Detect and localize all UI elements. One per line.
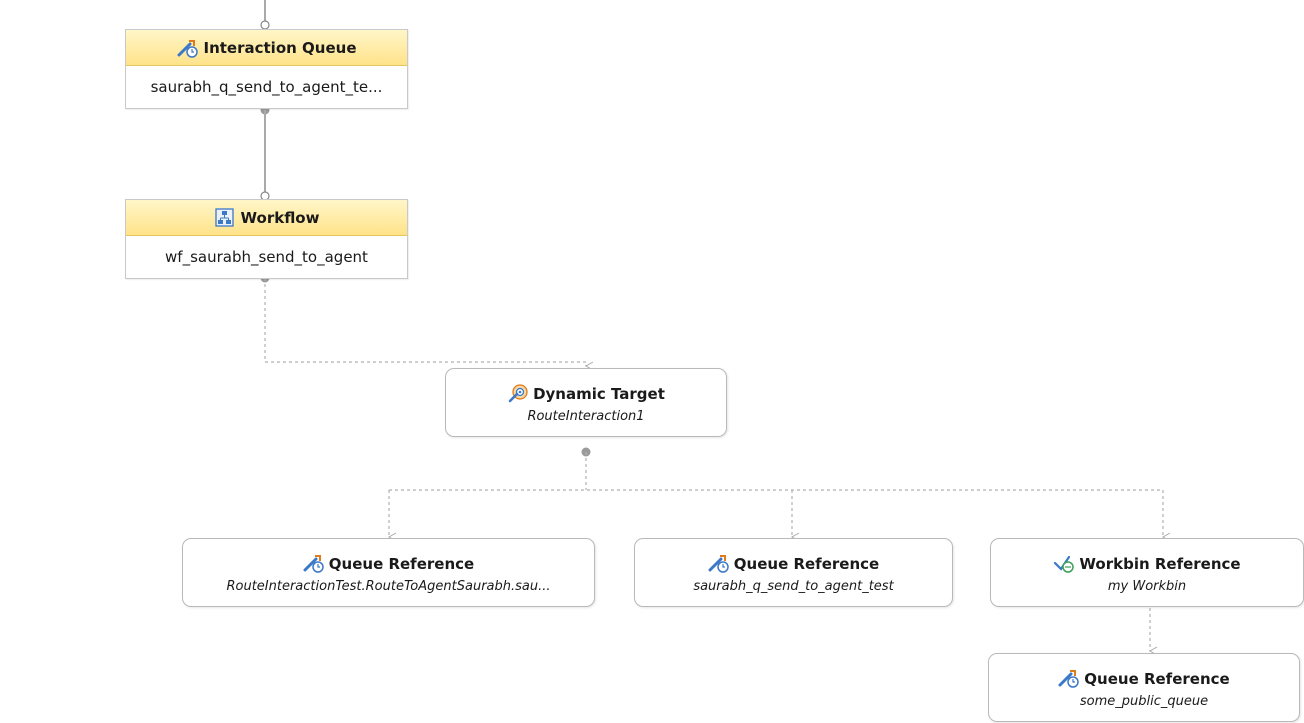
interaction-queue-header: Interaction Queue <box>126 30 407 66</box>
queue-reference-header: Queue Reference <box>635 539 952 575</box>
node-subtitle: some_public_queue <box>1079 694 1209 709</box>
queue-reference-node[interactable]: Queue Reference some_public_queue <box>988 653 1300 722</box>
queue-icon <box>177 38 199 58</box>
workbin-reference-node[interactable]: Workbin Reference my Workbin <box>990 538 1304 607</box>
queue-reference-node[interactable]: Queue Reference saurabh_q_send_to_agent_… <box>634 538 953 607</box>
node-subtitle: my Workbin <box>1107 579 1187 594</box>
workbin-reference-header: Workbin Reference <box>991 539 1303 575</box>
node-title: Dynamic Target <box>533 385 665 403</box>
node-title: Workbin Reference <box>1079 555 1241 573</box>
node-title: Interaction Queue <box>203 38 357 57</box>
workflow-to-dynamic-target-connector[interactable] <box>264 278 594 371</box>
node-subtitle: RouteInteractionTest.RouteToAgentSaurabh… <box>226 579 551 594</box>
node-title: Queue Reference <box>733 555 880 573</box>
workflow-icon <box>214 207 236 228</box>
node-subtitle: saurabh_q_send_to_agent_te... <box>150 78 383 96</box>
node-subtitle: saurabh_q_send_to_agent_test <box>693 579 894 594</box>
interaction-queue-node[interactable]: Interaction Queue saurabh_q_send_to_agen… <box>125 29 408 109</box>
node-title: Queue Reference <box>328 555 475 573</box>
queue-icon <box>303 553 325 573</box>
dynamic-target-node[interactable]: Dynamic Target RouteInteraction1 <box>445 368 727 437</box>
workflow-header: Workflow <box>126 200 407 236</box>
node-title: Queue Reference <box>1084 670 1230 688</box>
queue-icon <box>708 553 730 573</box>
queue-reference-node[interactable]: Queue Reference RouteInteractionTest.Rou… <box>182 538 595 607</box>
node-subtitle: RouteInteraction1 <box>527 409 645 424</box>
dynamic-target-header: Dynamic Target <box>446 369 726 405</box>
queue-icon <box>1058 668 1080 688</box>
workbin-icon <box>1053 553 1075 573</box>
queue-reference-header: Queue Reference <box>183 539 594 575</box>
workflow-node[interactable]: Workflow wf_saurabh_send_to_agent <box>125 199 408 279</box>
node-title: Workflow <box>240 208 320 227</box>
queue-reference-header: Queue Reference <box>989 654 1299 690</box>
connector-input-port[interactable] <box>260 20 270 30</box>
dynamic-target-icon <box>507 383 529 403</box>
node-subtitle: wf_saurabh_send_to_agent <box>165 248 368 266</box>
